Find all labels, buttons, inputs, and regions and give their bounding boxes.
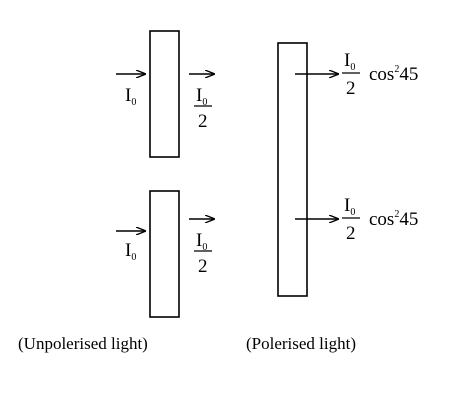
- right-setup: I0 2 cos245 I0 2 cos245: [277, 42, 418, 297]
- upper-left-polaroid: [149, 30, 180, 158]
- lower-transmitted-denominator: 2: [198, 256, 208, 277]
- lower-left-setup: I0 I0 2: [116, 190, 214, 318]
- upper-output-numerator: I0: [344, 50, 355, 73]
- lower-transmitted-numerator: I0: [196, 230, 207, 253]
- lower-output-numerator: I0: [344, 195, 355, 218]
- lower-output-cosine: cos245: [369, 209, 418, 230]
- upper-output-denominator: 2: [346, 78, 356, 99]
- right-polaroid: [277, 42, 308, 297]
- upper-transmitted-numerator: I0: [196, 85, 207, 108]
- upper-left-setup: I0 I0 2: [116, 30, 214, 158]
- upper-incident-label: I0: [125, 85, 136, 108]
- upper-output-cosine: cos245: [369, 64, 418, 85]
- lower-left-polaroid: [149, 190, 180, 318]
- lower-output-denominator: 2: [346, 223, 356, 244]
- caption-unpolarised: (Unpolerised light): [18, 334, 148, 353]
- caption-polarised: (Polerised light): [246, 334, 356, 353]
- lower-incident-label: I0: [125, 240, 136, 263]
- upper-transmitted-denominator: 2: [198, 111, 208, 132]
